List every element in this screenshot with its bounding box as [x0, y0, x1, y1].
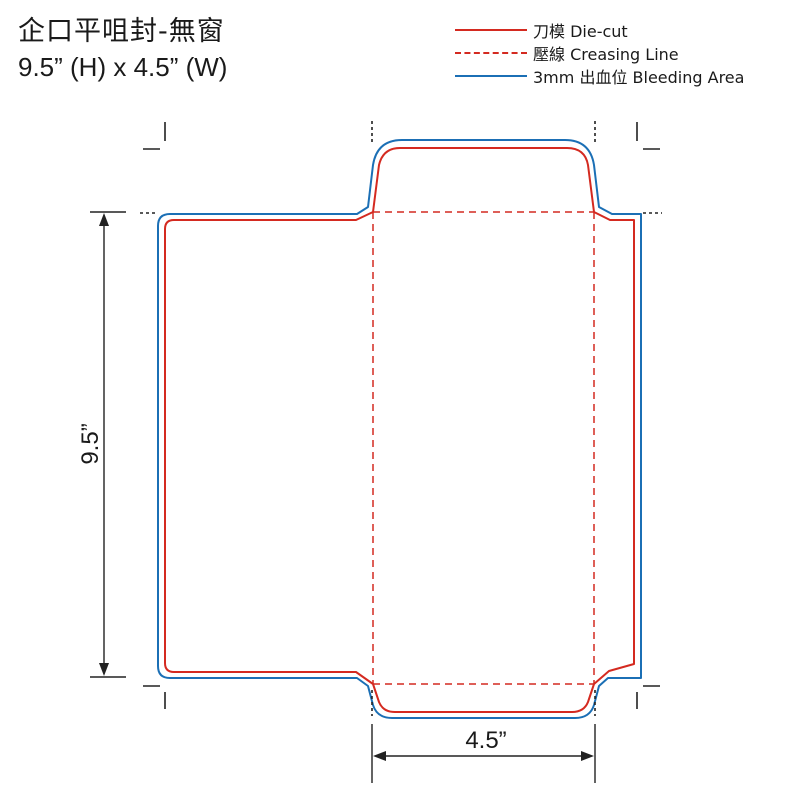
bleed-swatch	[455, 74, 527, 77]
die-cut-swatch	[455, 28, 527, 31]
width-dimension	[371, 724, 596, 783]
legend-item-die-cut: 刀模 Die-cut	[455, 18, 795, 41]
crease-swatch	[455, 51, 527, 54]
title-block: 企口平咀封-無窗 9.5” (H) x 4.5” (W)	[18, 14, 227, 84]
height-label: 9.5”	[77, 423, 104, 464]
product-title: 企口平咀封-無窗	[18, 16, 225, 47]
legend-label-crease: 壓線 Creasing Line	[533, 44, 679, 64]
product-size: 9.5” (H) x 4.5” (W)	[18, 52, 228, 82]
guide-dots	[140, 121, 662, 716]
crease-lines	[372, 211, 595, 685]
height-dimension	[90, 211, 126, 678]
width-label: 4.5”	[465, 727, 506, 754]
legend-item-bleed: 3mm 出血位 Bleeding Area	[455, 64, 795, 87]
crop-marks	[143, 122, 660, 709]
die-cut-outline	[164, 147, 635, 713]
legend-label-die-cut: 刀模 Die-cut	[533, 21, 628, 41]
bleed-outline	[157, 139, 642, 719]
legend: 刀模 Die-cut 壓線 Creasing Line 3mm 出血位 Blee…	[455, 18, 795, 87]
legend-item-crease: 壓線 Creasing Line	[455, 41, 795, 64]
legend-label-bleed: 3mm 出血位 Bleeding Area	[533, 67, 745, 87]
